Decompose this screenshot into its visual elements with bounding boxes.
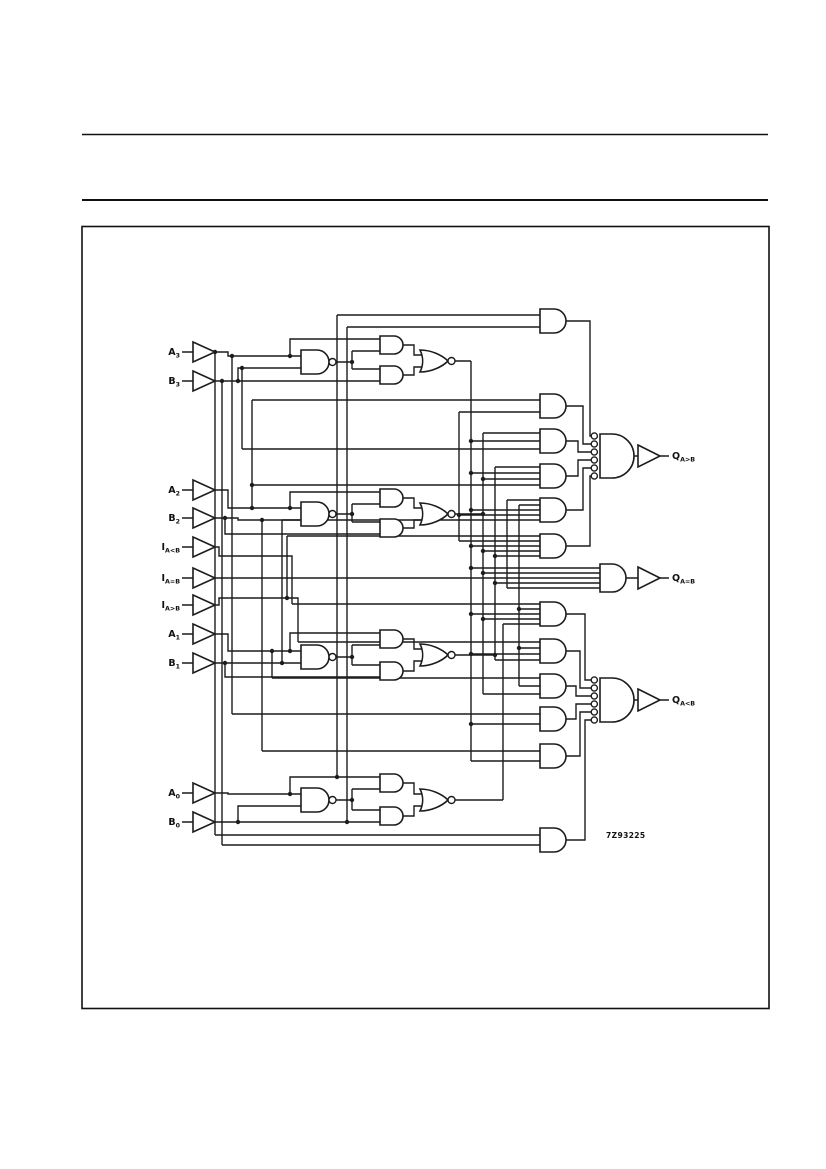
wires — [182, 314, 669, 846]
input-label-ia-lt-b: IA<B — [162, 542, 181, 555]
input-buffer-a0 — [192, 781, 217, 805]
feeder-wires — [215, 314, 600, 846]
input-label-a1: A1 — [168, 629, 180, 642]
input-buffer-a1 — [192, 622, 217, 646]
input-label-b0: B0 — [168, 817, 180, 830]
collector-gate-qa-eq-b — [599, 563, 627, 593]
labels: A3 B3 A2 B2 IA<B IA=B IA>B A1 B1 A0 B0 Q… — [162, 347, 696, 840]
output-label-qa-eq-b: QA=B — [672, 573, 695, 586]
input-buffer-ia-eq-b — [192, 566, 217, 590]
and-gate-gt-5 — [539, 533, 567, 559]
and-gate-lt-1 — [539, 601, 567, 627]
output-label-qa-gt-b: QA>B — [672, 451, 695, 464]
and-gate-bit1-a — [379, 629, 404, 649]
input-wires — [182, 351, 600, 823]
and-gate-gt-2 — [539, 428, 567, 454]
and-gate-bit1-b — [379, 661, 404, 681]
input-buffer-b1 — [192, 651, 217, 675]
and-gate-gt-4 — [539, 497, 567, 523]
and-gate-gt-1 — [539, 393, 567, 419]
input-label-ia-eq-b: IA=B — [162, 573, 181, 586]
input-buffer-ia-gt-b — [192, 593, 217, 617]
and-gate-bit3-b — [379, 365, 404, 385]
nand-gate-bit0 — [300, 787, 330, 813]
input-buffer-a2 — [192, 478, 217, 502]
equivalence-blocks — [300, 335, 456, 826]
input-buffer-b0 — [192, 810, 217, 834]
nor-bubble-bit0 — [447, 795, 456, 805]
and-gate-top — [539, 308, 567, 334]
nand-gate-bit2 — [300, 501, 330, 527]
nand-gate-bit1 — [300, 644, 330, 670]
nor-bubble-bit1 — [447, 650, 456, 660]
and-gate-gt-3 — [539, 463, 567, 489]
vertical-bus-wires — [214, 315, 520, 845]
input-label-a0: A0 — [168, 788, 180, 801]
and-gate-bit0-a — [379, 773, 404, 793]
input-buffer-b2 — [192, 506, 217, 530]
input-label-b2: B2 — [168, 513, 180, 526]
input-label-b1: B1 — [168, 658, 180, 671]
collector-bubbles-qa-gt-b — [590, 432, 599, 480]
diagram-frame — [81, 225, 770, 1010]
and-gate-lt-5 — [539, 743, 567, 769]
collector-bubbles-qa-lt-b — [590, 676, 599, 724]
nand-bubble-bit3 — [328, 357, 337, 367]
nor-gate-bit3 — [418, 349, 450, 373]
collector-wires — [566, 320, 669, 841]
and-gate-lt-4 — [539, 706, 567, 732]
and-gate-bit3-a — [379, 335, 404, 355]
input-label-a3: A3 — [168, 347, 180, 360]
nor-gate-bit2 — [418, 502, 450, 526]
input-buffers — [192, 340, 217, 834]
and-gate-bit2-b — [379, 518, 404, 538]
nand-gate-bit3 — [300, 349, 330, 375]
input-label-b3: B3 — [168, 376, 180, 389]
output-buffer-qa-lt-b — [637, 687, 662, 713]
bit0-block-wires — [237, 776, 503, 822]
input-buffer-b3 — [192, 369, 217, 393]
output-buffer-qa-eq-b — [637, 565, 662, 591]
nor-bubble-bit3 — [447, 356, 456, 366]
output-buffer-qa-gt-b — [637, 443, 662, 469]
input-buffer-a3 — [192, 340, 217, 364]
junction-dots — [212, 349, 522, 825]
collector-gate-qa-gt-b — [599, 433, 635, 479]
and-gate-bit2-a — [379, 488, 404, 508]
nand-bubble-bit2 — [328, 509, 337, 519]
and-gate-bit0-b — [379, 806, 404, 826]
and-gate-stack — [539, 308, 567, 853]
collector-gate-qa-lt-b — [599, 677, 635, 723]
input-label-ia-gt-b: IA>B — [162, 600, 181, 613]
nor-bubble-bit2 — [447, 509, 456, 519]
output-label-qa-lt-b: QA<B — [672, 695, 695, 708]
nand-bubble-bit0 — [328, 795, 337, 805]
and-gate-lt-2 — [539, 638, 567, 664]
nor-gate-bit1 — [418, 643, 450, 667]
diagram-code: 7Z93225 — [606, 831, 646, 840]
output-collectors — [590, 432, 662, 724]
input-buffer-ia-lt-b — [192, 535, 217, 559]
and-gate-lt-3 — [539, 673, 567, 699]
input-label-a2: A2 — [168, 485, 180, 498]
and-gate-bottom — [539, 827, 567, 853]
page-rules — [81, 133, 770, 1010]
nand-bubble-bit1 — [328, 652, 337, 662]
nor-gate-bit0 — [418, 788, 450, 812]
